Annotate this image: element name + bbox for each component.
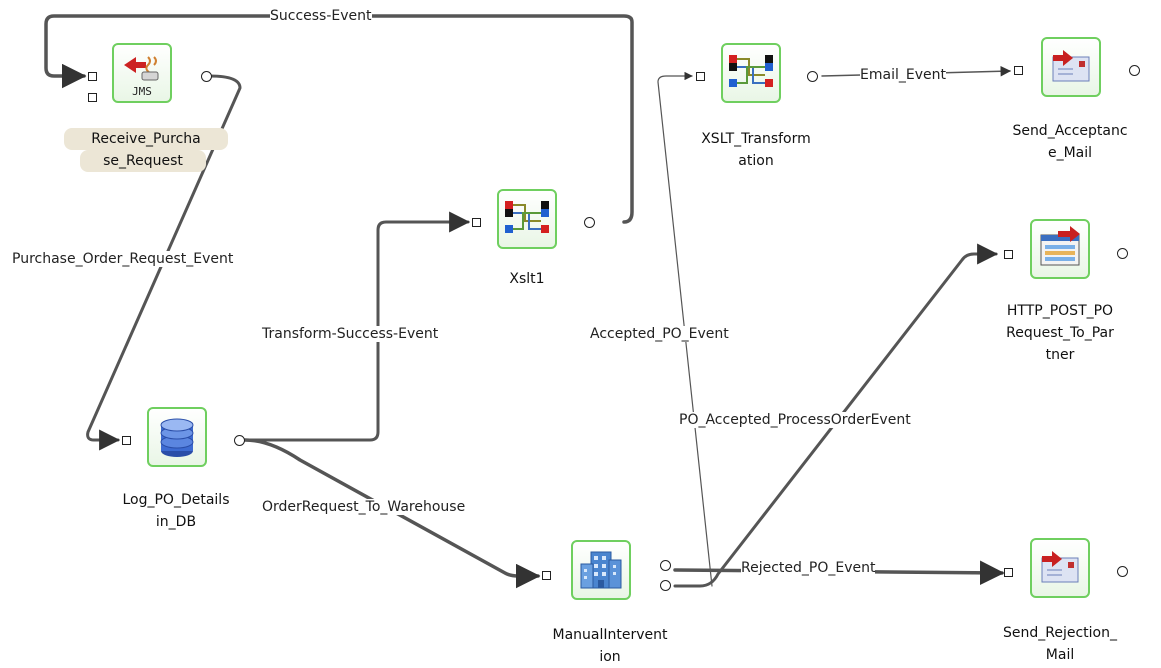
node-xslt-transformation[interactable] <box>721 43 781 103</box>
edge-accepted-po-event[interactable] <box>657 71 713 587</box>
node-http-post-po-request-to-partner[interactable] <box>1030 219 1090 279</box>
input-port[interactable] <box>1004 568 1013 577</box>
node-send-acceptance-mail[interactable] <box>1041 37 1101 97</box>
node-label: tner <box>1045 347 1075 363</box>
edge-label-rejected-po-event: Rejected_PO_Event <box>741 560 876 576</box>
output-port[interactable] <box>660 580 671 591</box>
edge-success-event[interactable] <box>44 14 634 224</box>
input-port[interactable] <box>88 72 97 81</box>
node-label: HTTP_POST_PO <box>1006 303 1114 319</box>
svg-text:JMS: JMS <box>132 85 152 98</box>
node-label: e_Mail <box>1047 145 1093 161</box>
input-port[interactable] <box>542 571 551 580</box>
node-label: ion <box>599 649 621 665</box>
edge-order-request-to-warehouse[interactable] <box>243 438 541 589</box>
input-port[interactable] <box>1014 66 1023 75</box>
xslt-icon <box>729 55 773 87</box>
edge-purchase-order-request-event[interactable] <box>86 74 242 451</box>
node-label: ation <box>738 153 774 169</box>
edge-label-email-event: Email_Event <box>860 67 946 83</box>
output-port[interactable] <box>1129 65 1140 76</box>
input-port[interactable] <box>122 436 131 445</box>
node-xslt1[interactable] <box>497 189 557 249</box>
edge-label-transform-success-event: Transform-Success-Event <box>262 326 439 342</box>
node-label: Send_Rejection_ <box>1003 625 1117 641</box>
node-label: Log_PO_Details <box>122 492 230 508</box>
node-label: Mail <box>1045 647 1075 663</box>
output-port[interactable] <box>201 71 212 82</box>
edge-label-order-request-to-warehouse: OrderRequest_To_Warehouse <box>262 499 466 515</box>
output-port[interactable] <box>234 435 245 446</box>
edge-label-po-accepted-process-order-event: PO_Accepted_ProcessOrderEvent <box>679 412 911 428</box>
node-label: in_DB <box>155 514 197 530</box>
node-send-rejection-mail[interactable] <box>1030 538 1090 598</box>
node-label: ManualIntervent <box>552 627 668 643</box>
node-label: Receive_Purcha <box>64 128 228 150</box>
edge-label-purchase-order-request-event: Purchase_Order_Request_Event <box>12 251 234 267</box>
xslt-icon <box>505 201 549 233</box>
jms-receive-icon: JMS <box>124 56 159 98</box>
output-port[interactable] <box>807 71 818 82</box>
http-post-icon <box>1040 226 1080 266</box>
edge-label-success-event: Success-Event <box>270 8 372 24</box>
database-icon <box>160 418 194 457</box>
input-port[interactable] <box>1004 250 1013 259</box>
node-label: se_Request <box>80 150 206 172</box>
node-label: Send_Acceptanc <box>1012 123 1128 139</box>
node-label: Xslt1 <box>509 271 545 287</box>
node-label: Request_To_Par <box>1006 325 1114 341</box>
email-icon <box>1052 50 1090 82</box>
output-port[interactable] <box>1117 248 1128 259</box>
input-port[interactable] <box>88 93 97 102</box>
output-port[interactable] <box>584 217 595 228</box>
input-port[interactable] <box>696 72 705 81</box>
email-icon <box>1041 551 1079 583</box>
node-manual-intervention[interactable] <box>571 540 631 600</box>
output-port[interactable] <box>660 560 671 571</box>
node-receive-purchase-request[interactable]: JMS <box>112 43 172 103</box>
node-label: XSLT_Transform <box>701 131 811 147</box>
input-port[interactable] <box>472 218 481 227</box>
output-port[interactable] <box>1117 566 1128 577</box>
node-log-po-details-in-db[interactable] <box>147 407 207 467</box>
edge-label-accepted-po-event: Accepted_PO_Event <box>590 326 729 342</box>
building-icon <box>580 551 622 589</box>
